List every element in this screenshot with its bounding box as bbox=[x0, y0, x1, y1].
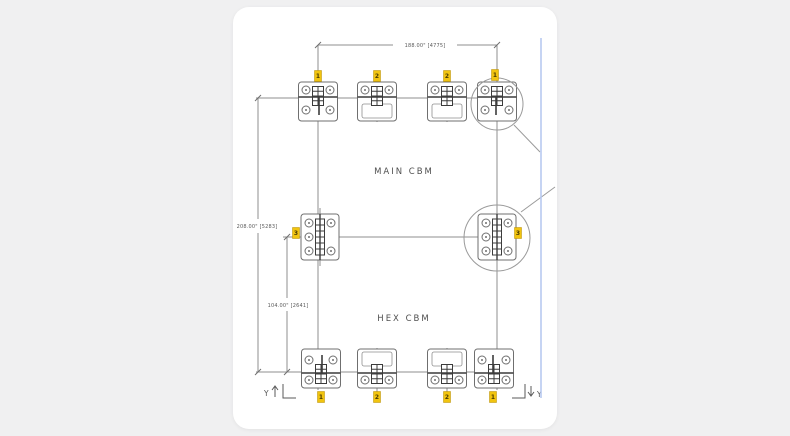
balloon-tags-top: 1 2 2 1 bbox=[314, 69, 499, 82]
balloon-tags-bottom: 1 2 2 1 bbox=[317, 391, 497, 403]
connector-symbol bbox=[475, 349, 514, 388]
connector-symbol bbox=[478, 214, 516, 260]
balloon-tag-number: 3 bbox=[294, 230, 298, 237]
balloon-tag-number: 2 bbox=[375, 394, 379, 401]
balloon-tag: 1 bbox=[491, 69, 499, 81]
dimension-left-half: 104.00" [2641] bbox=[268, 303, 309, 309]
datum-right-label: Y bbox=[536, 390, 542, 399]
connector-row-bottom bbox=[302, 349, 514, 388]
balloon-tag: 2 bbox=[443, 70, 451, 82]
connector-symbol bbox=[301, 214, 339, 260]
datum-marker-left: Y bbox=[263, 384, 296, 399]
connector-symbol bbox=[302, 349, 341, 388]
datum-marker-right: Y bbox=[512, 384, 542, 399]
balloon-tag: 1 bbox=[317, 391, 325, 403]
balloon-tag-number: 2 bbox=[445, 394, 449, 401]
callout-leader-line bbox=[520, 186, 556, 213]
connector-row-top bbox=[299, 82, 517, 121]
connector-symbol bbox=[478, 82, 517, 121]
balloon-tag: 2 bbox=[443, 391, 451, 403]
balloon-tag: 2 bbox=[373, 70, 381, 82]
detail-callouts bbox=[463, 77, 556, 272]
connector-symbol bbox=[428, 82, 467, 121]
dimension-texts: 188.00" [4775] 208.00" [5283] 104.00" [2… bbox=[236, 43, 445, 309]
connector-symbol bbox=[428, 349, 467, 388]
dimension-left-overall: 208.00" [5283] bbox=[237, 224, 278, 230]
balloon-tag-number: 3 bbox=[516, 230, 520, 237]
balloon-tag: 3 bbox=[514, 227, 522, 239]
balloon-tag: 1 bbox=[489, 391, 497, 403]
detail-callout-circle bbox=[463, 204, 531, 272]
balloon-tag-number: 1 bbox=[493, 72, 497, 79]
balloon-tags-middle: 3 3 bbox=[292, 227, 522, 239]
dimension-top-width: 188.00" [4775] bbox=[405, 43, 446, 49]
balloon-tag-number: 1 bbox=[316, 73, 320, 80]
callout-leader-line bbox=[513, 124, 541, 153]
balloon-tag-number: 1 bbox=[319, 394, 323, 401]
connector-symbol bbox=[358, 349, 397, 388]
balloon-tag: 2 bbox=[373, 391, 381, 403]
connector-symbol bbox=[299, 82, 338, 121]
zone-label-main-cbm: MAIN CBM bbox=[374, 167, 434, 177]
datum-left-label: Y bbox=[263, 389, 269, 398]
zone-label-hex-cbm: HEX CBM bbox=[377, 314, 430, 324]
balloon-tag-number: 2 bbox=[375, 73, 379, 80]
balloon-tag: 1 bbox=[314, 70, 322, 82]
balloon-tag: 3 bbox=[292, 227, 300, 239]
connector-symbol bbox=[358, 82, 397, 121]
balloon-tag-number: 2 bbox=[445, 73, 449, 80]
balloon-tag-number: 1 bbox=[491, 394, 495, 401]
